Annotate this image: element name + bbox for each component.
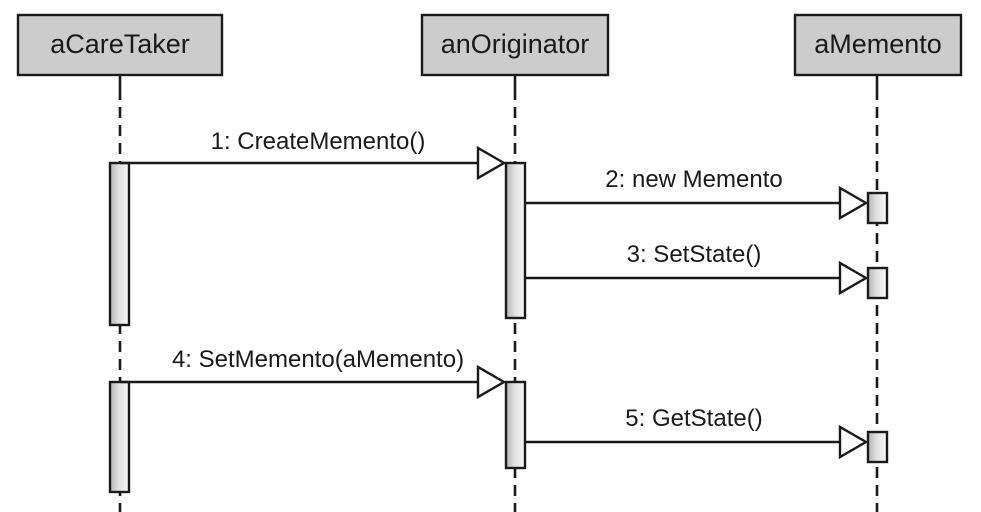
activation-bar-memento bbox=[866, 266, 889, 300]
participant-box-memento[interactable] bbox=[793, 13, 963, 77]
activation-bar-memento bbox=[866, 430, 889, 464]
participant-label-caretaker: aCareTaker bbox=[50, 29, 190, 59]
message-arrowhead-1 bbox=[476, 145, 507, 181]
message-label-2: 2: new Memento bbox=[605, 166, 782, 193]
messages-layer: 1: CreateMemento() 2: new Memento 3: SetSt… bbox=[120, 128, 869, 460]
message-1: 1: CreateMemento() bbox=[120, 128, 507, 181]
message-arrowhead-2 bbox=[838, 185, 869, 221]
activation-bar-memento bbox=[866, 191, 889, 225]
participants-layer: aCareTaker anOriginator aMemento bbox=[16, 13, 963, 77]
message-label-4: 4: SetMemento(aMemento) bbox=[172, 346, 464, 373]
message-label-1: 1: CreateMemento() bbox=[211, 128, 426, 155]
message-label-3: 3: SetState() bbox=[627, 241, 762, 268]
activation-bar-caretaker bbox=[108, 380, 131, 494]
message-arrowhead-5 bbox=[838, 424, 869, 460]
participant-label-originator: anOriginator bbox=[441, 29, 590, 59]
participant-originator[interactable]: anOriginator bbox=[420, 13, 610, 77]
activations-layer bbox=[108, 161, 889, 494]
participant-memento[interactable]: aMemento bbox=[793, 13, 963, 77]
message-3: 3: SetState() bbox=[524, 241, 869, 296]
activation-bar-originator bbox=[504, 380, 527, 470]
participant-box-caretaker[interactable] bbox=[16, 13, 224, 77]
activation-bar-originator bbox=[504, 161, 527, 320]
participant-label-memento: aMemento bbox=[814, 29, 942, 59]
participant-box-originator[interactable] bbox=[420, 13, 610, 77]
activation-bar-caretaker bbox=[108, 161, 131, 327]
message-label-5: 5: GetState() bbox=[625, 405, 762, 432]
message-2: 2: new Memento bbox=[524, 166, 869, 221]
participant-caretaker[interactable]: aCareTaker bbox=[16, 13, 224, 77]
message-5: 5: GetState() bbox=[524, 405, 869, 460]
message-arrowhead-3 bbox=[838, 260, 869, 296]
message-arrowhead-4 bbox=[476, 364, 507, 400]
message-4: 4: SetMemento(aMemento) bbox=[120, 346, 507, 400]
